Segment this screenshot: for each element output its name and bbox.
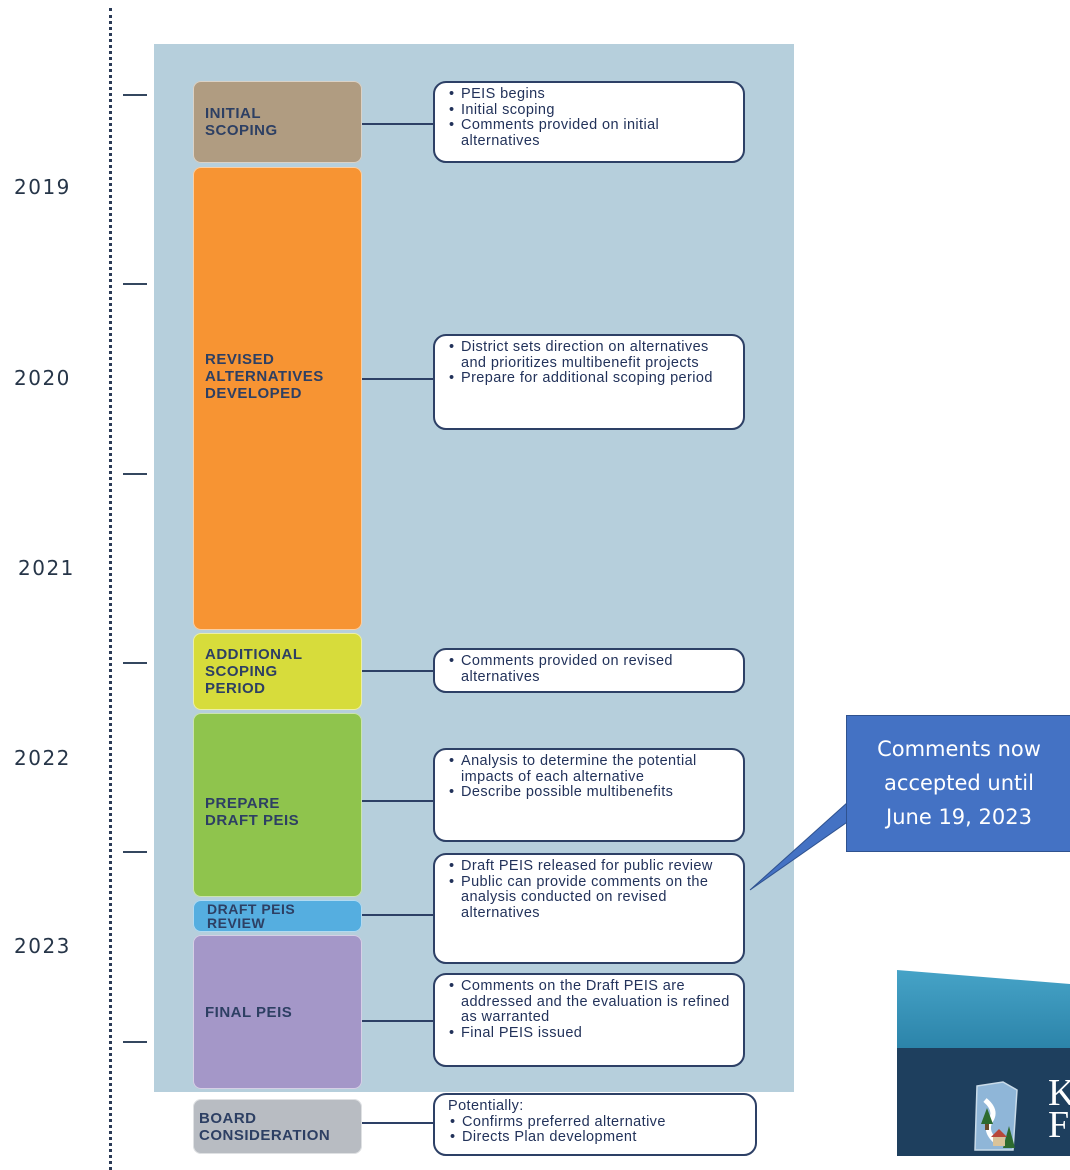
- connector-line: [362, 800, 433, 802]
- connector-line: [362, 670, 433, 672]
- year-label-2022: 2022: [14, 746, 71, 770]
- phase-revised-alternatives-developed: REVISED ALTERNATIVES DEVELOPED: [193, 167, 362, 630]
- phase-label: REVISED ALTERNATIVES DEVELOPED: [205, 351, 324, 402]
- year-label-2020: 2020: [14, 366, 71, 390]
- year-label-2019: 2019: [14, 175, 71, 199]
- half-year-tick: [123, 283, 147, 285]
- connector-line: [362, 1122, 433, 1124]
- callout-line: accepted until: [884, 771, 1034, 795]
- bullet-item: Draft PEIS released for public review: [447, 858, 735, 875]
- phase-label: INITIAL SCOPING: [205, 105, 278, 139]
- phase-board-consideration: BOARD CONSIDERATION: [193, 1099, 362, 1154]
- logo-background: [897, 970, 1070, 1156]
- connector-line: [362, 123, 433, 125]
- bullet-list: Draft PEIS released for public review Pu…: [447, 858, 735, 922]
- description-box-final-peis: Comments on the Draft PEIS are addressed…: [433, 973, 745, 1067]
- phase-label: FINAL PEIS: [205, 1003, 293, 1021]
- bullet-item: PEIS begins: [447, 86, 735, 103]
- phase-final-peis: FINAL PEIS: [193, 935, 362, 1089]
- phase-label: BOARD CONSIDERATION: [199, 1109, 331, 1144]
- half-year-tick: [123, 851, 147, 853]
- description-box-draft-review: Draft PEIS released for public review Pu…: [433, 853, 745, 964]
- phase-label: ADDITIONAL SCOPING PERIOD: [205, 646, 303, 697]
- bullet-list: Comments provided on revised alternative…: [447, 653, 735, 685]
- description-box-prepare-draft: Analysis to determine the potential impa…: [433, 748, 745, 842]
- description-box-revised-alternatives: District sets direction on alternatives …: [433, 334, 745, 430]
- bullet-item: Comments provided on initial alternative…: [447, 117, 735, 149]
- description-box-additional-scoping: Comments provided on revised alternative…: [433, 648, 745, 693]
- phase-additional-scoping-period: ADDITIONAL SCOPING PERIOD: [193, 633, 362, 710]
- description-box-initial-scoping: PEIS begins Initial scoping Comments pro…: [433, 81, 745, 163]
- bullet-item: Describe possible multibenefits: [447, 784, 735, 801]
- connector-line: [362, 1020, 433, 1022]
- comment-deadline-callout: Comments now accepted until June 19, 202…: [846, 715, 1070, 852]
- bullet-list: Comments on the Draft PEIS are addressed…: [447, 978, 735, 1042]
- bullet-item: Analysis to determine the potential impa…: [447, 753, 735, 785]
- description-box-board-consideration: Potentially: Confirms preferred alternat…: [433, 1093, 757, 1156]
- half-year-tick: [123, 94, 147, 96]
- district-logo-corner: [897, 970, 1070, 1156]
- callout-line: June 19, 2023: [886, 805, 1032, 829]
- phase-prepare-draft-peis: PREPARE DRAFT PEIS: [193, 713, 362, 897]
- phase-label: PREPARE DRAFT PEIS: [205, 795, 300, 829]
- bullet-item: Final PEIS issued: [447, 1025, 735, 1042]
- bullet-list: PEIS begins Initial scoping Comments pro…: [447, 86, 735, 149]
- phase-label: DRAFT PEIS REVIEW: [207, 901, 296, 931]
- year-axis-dotted-line: [109, 8, 112, 1170]
- bullet-item: Confirms preferred alternative: [448, 1114, 747, 1131]
- callout-line: Comments now: [877, 737, 1041, 761]
- bullet-list: Analysis to determine the potential impa…: [447, 753, 735, 801]
- bullet-item: Public can provide comments on the analy…: [447, 874, 735, 922]
- year-label-2023: 2023: [14, 934, 71, 958]
- description-intro: Potentially:: [448, 1098, 524, 1114]
- bullet-item: District sets direction on alternatives …: [447, 339, 735, 371]
- logo-text: F: [1048, 1104, 1070, 1146]
- half-year-tick: [123, 662, 147, 664]
- bullet-item: Directs Plan development: [448, 1129, 747, 1146]
- bullet-item: Prepare for additional scoping period: [447, 370, 735, 387]
- bullet-item: Initial scoping: [447, 102, 735, 119]
- wavy-top-edge: [154, 30, 794, 60]
- logo-text: K: [1048, 1072, 1070, 1114]
- bullet-list: District sets direction on alternatives …: [447, 339, 735, 387]
- bullet-list: Confirms preferred alternative Directs P…: [448, 1114, 747, 1146]
- connector-line: [362, 914, 433, 916]
- connector-line: [362, 378, 433, 380]
- phase-draft-peis-review: DRAFT PEIS REVIEW: [193, 900, 362, 932]
- half-year-tick: [123, 1041, 147, 1043]
- bullet-item: Comments on the Draft PEIS are addressed…: [447, 978, 735, 1026]
- phase-initial-scoping: INITIAL SCOPING: [193, 81, 362, 163]
- year-label-2021: 2021: [18, 556, 75, 580]
- half-year-tick: [123, 473, 147, 475]
- bullet-item: Comments provided on revised alternative…: [447, 653, 735, 685]
